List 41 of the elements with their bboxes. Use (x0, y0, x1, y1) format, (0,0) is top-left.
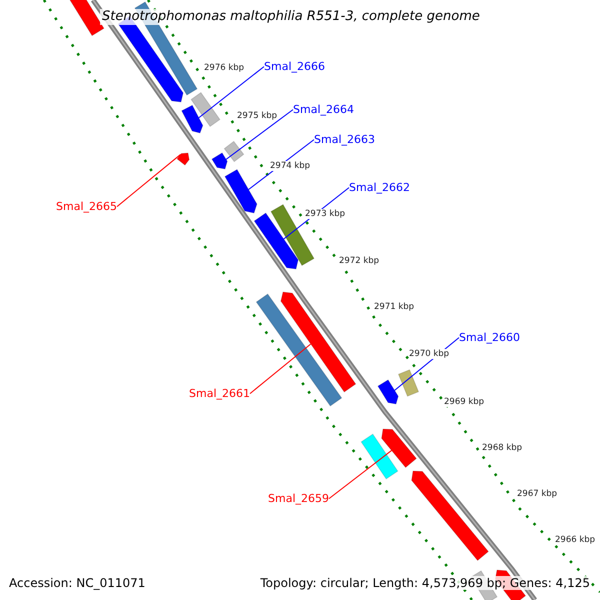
gene-feature (411, 470, 489, 562)
gene-feature (224, 140, 244, 162)
gene-feature (360, 434, 398, 480)
leader-line (328, 450, 392, 500)
tick-label: 2967 kbp (517, 489, 558, 500)
leader-line (250, 344, 312, 394)
leader-line (116, 154, 182, 208)
tick-label: 2966 kbp (555, 535, 596, 546)
leader-line (226, 109, 294, 160)
gene-feature (398, 369, 420, 397)
tick-label: 2971 kbp (374, 302, 414, 312)
gene-label: Smal_2661 (189, 387, 250, 400)
gene-label: Smal_2664 (293, 103, 354, 116)
gene-feature (256, 293, 342, 407)
accession-text: Accession: NC_011071 (9, 576, 146, 590)
gene-feature (190, 92, 220, 128)
gene-feature (381, 428, 417, 468)
gene-feature (224, 168, 258, 214)
gene-feature (211, 152, 228, 170)
tick-label: 2974 kbp (270, 161, 310, 172)
leader-line (198, 66, 264, 118)
tick-label: 2972 kbp (339, 256, 380, 266)
gene-feature (254, 212, 299, 270)
gene-label: Smal_2660 (459, 331, 520, 344)
tick-label: 2973 kbp (305, 209, 346, 220)
gene-feature (377, 379, 399, 404)
tick-label: 2976 kbp (204, 63, 244, 74)
gene-label: Smal_2666 (264, 60, 325, 74)
gene-label: Smal_2662 (349, 181, 410, 194)
genome-info-text: Topology: circular; Length: 4,573,969 bp; Genes: 4,125 (260, 576, 590, 590)
gene-label: Smal_2663 (314, 133, 375, 146)
gene-feature (181, 104, 204, 134)
tick-label: 2969 kbp (444, 397, 484, 408)
gene-label: Smal_2665 (56, 200, 117, 214)
gene-feature (176, 152, 190, 166)
title: Stenotrophomonas maltophilia R551-3, complete genome (100, 9, 482, 25)
gene-label: Smal_2659 (268, 492, 329, 506)
tick-label: 2968 kbp (482, 443, 522, 454)
gene-feature (280, 292, 356, 393)
tick-label: 2975 kbp (237, 111, 278, 122)
tick-label: 2970 kbp (409, 349, 450, 360)
